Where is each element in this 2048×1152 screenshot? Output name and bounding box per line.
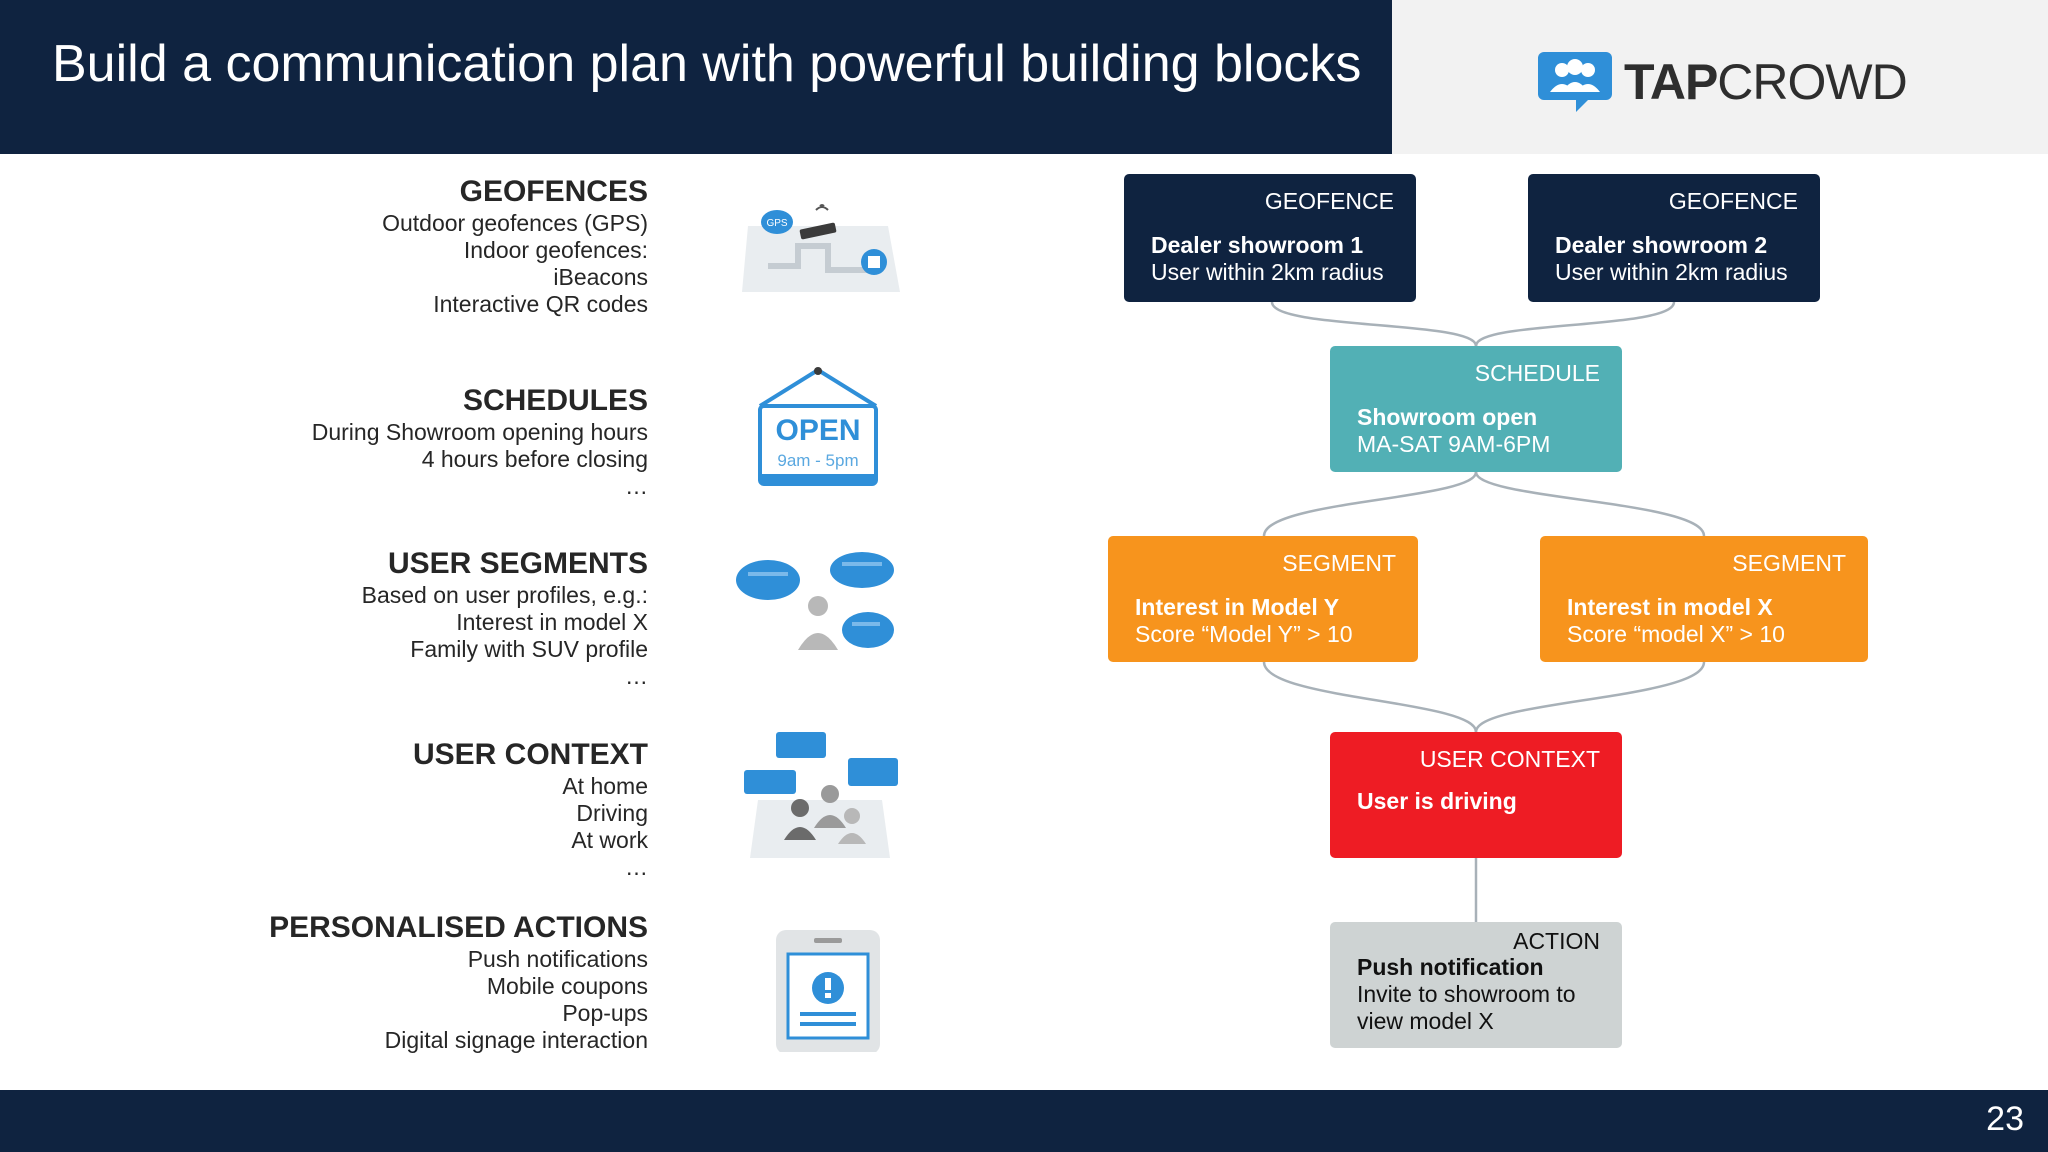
connector-segment1-context (1262, 661, 1478, 733)
category-line: Interest in model X (456, 609, 648, 635)
box-title: User is driving (1357, 788, 1517, 814)
action-box: ACTION Push notification Invite to showr… (1330, 922, 1622, 1048)
logo-wordmark: TAPCROWD (1624, 53, 1908, 111)
category-line: Digital signage interaction (384, 1027, 648, 1053)
category-line: At home (562, 773, 648, 799)
category-schedules: SCHEDULES During Showroom opening hours … (312, 383, 648, 500)
category-line: Outdoor geofences (GPS) (382, 210, 648, 236)
category-line: Mobile coupons (486, 973, 648, 999)
box-type-label: GEOFENCE (1668, 188, 1798, 214)
category-line: Indoor geofences: (463, 237, 648, 263)
category-line: Push notifications (467, 946, 648, 972)
logo-wordmark-rest: CROWD (1717, 54, 1907, 110)
segment-box-1: SEGMENT Interest in Model Y Score “Model… (1108, 536, 1418, 662)
connector-segment2-context (1474, 661, 1706, 733)
box-type-label: SEGMENT (1732, 550, 1846, 576)
phone-alert-icon (776, 930, 880, 1052)
box-body: Interest in model X Score “model X” > 10 (1567, 594, 1785, 648)
box-detail: Score “model X” > 10 (1567, 621, 1785, 647)
category-title: SCHEDULES (462, 384, 648, 417)
category-title: USER CONTEXT (412, 738, 648, 771)
box-detail: view model X (1357, 1008, 1494, 1034)
user-context-icon (744, 732, 898, 858)
geofence-box-2: GEOFENCE Dealer showroom 2 User within 2… (1528, 174, 1820, 302)
category-line: … (625, 663, 648, 689)
box-body: Showroom open MA-SAT 9AM-6PM (1357, 404, 1550, 458)
category-line: Pop-ups (562, 1000, 648, 1026)
category-line: 4 hours before closing (421, 446, 648, 472)
box-title: Interest in Model Y (1135, 594, 1340, 620)
box-detail: User within 2km radius (1151, 259, 1384, 285)
schedule-box: SCHEDULE Showroom open MA-SAT 9AM-6PM (1330, 346, 1622, 472)
box-body: Interest in Model Y Score “Model Y” > 10 (1135, 594, 1353, 648)
box-body: Push notification Invite to showroom to … (1357, 954, 1576, 1035)
category-line: Family with SUV profile (410, 636, 648, 662)
category-line: At work (571, 827, 648, 853)
logo-wordmark-bold: TAP (1624, 54, 1718, 110)
box-detail: User within 2km radius (1555, 259, 1788, 285)
category-line: Based on user profiles, e.g.: (361, 582, 648, 608)
box-detail: Score “Model Y” > 10 (1135, 621, 1353, 647)
category-title: PERSONALISED ACTIONS (269, 911, 648, 944)
box-title: Showroom open (1357, 404, 1538, 430)
category-line: During Showroom opening hours (311, 419, 648, 445)
open-sign-hours: 9am - 5pm (777, 451, 858, 470)
category-title: GEOFENCES (459, 175, 648, 208)
page-number: 23 (1986, 1100, 2024, 1138)
logo-band (1392, 0, 2048, 154)
box-type-label: ACTION (1513, 928, 1600, 954)
box-body: User is driving (1357, 788, 1517, 815)
page-title: Build a communication plan with powerful… (52, 35, 1362, 93)
footer-band (0, 1090, 2048, 1152)
svg-text:GPS: GPS (766, 218, 787, 229)
box-detail: Invite to showroom to (1357, 981, 1576, 1007)
geofence-box-1: GEOFENCE Dealer showroom 1 User within 2… (1124, 174, 1416, 302)
box-title: Push notification (1357, 954, 1544, 980)
user-context-box: USER CONTEXT User is driving (1330, 732, 1622, 858)
map-location-icon: GPS (742, 204, 900, 292)
category-user-context: USER CONTEXT At home Driving At work … (413, 737, 648, 881)
category-line: iBeacons (553, 264, 648, 290)
open-sign-icon: OPEN 9am - 5pm (758, 367, 878, 486)
box-body: Dealer showroom 1 User within 2km radius (1151, 232, 1384, 286)
open-sign-text: OPEN (775, 414, 860, 447)
category-personalised-actions: PERSONALISED ACTIONS Push notifications … (269, 910, 648, 1054)
tapcrowd-logo-icon (1538, 52, 1612, 112)
box-type-label: SEGMENT (1282, 550, 1396, 576)
box-title: Interest in model X (1567, 594, 1773, 620)
box-type-label: USER CONTEXT (1419, 746, 1600, 772)
connector-schedule-segment2 (1474, 471, 1706, 537)
category-line: … (625, 473, 648, 499)
box-title: Dealer showroom 2 (1555, 232, 1768, 258)
connector-schedule-segment1 (1262, 471, 1478, 537)
user-segments-icon (736, 552, 894, 650)
category-line: Driving (576, 800, 648, 826)
box-detail: MA-SAT 9AM-6PM (1357, 431, 1551, 457)
box-type-label: GEOFENCE (1264, 188, 1394, 214)
connector-geofence1-schedule (1270, 301, 1478, 347)
category-user-segments: USER SEGMENTS Based on user profiles, e.… (362, 546, 648, 690)
tapcrowd-logo: TAPCROWD (1536, 50, 1908, 114)
box-body: Dealer showroom 2 User within 2km radius (1555, 232, 1788, 286)
category-geofences: GEOFENCES Outdoor geofences (GPS) Indoor… (382, 174, 648, 318)
box-title: Dealer showroom 1 (1151, 232, 1364, 258)
connector-geofence2-schedule (1474, 301, 1676, 347)
category-title: USER SEGMENTS (387, 547, 648, 580)
segment-box-2: SEGMENT Interest in model X Score “model… (1540, 536, 1868, 662)
category-line: Interactive QR codes (433, 291, 648, 317)
category-line: … (625, 854, 648, 880)
title-band (0, 0, 1392, 154)
box-type-label: SCHEDULE (1474, 360, 1600, 386)
